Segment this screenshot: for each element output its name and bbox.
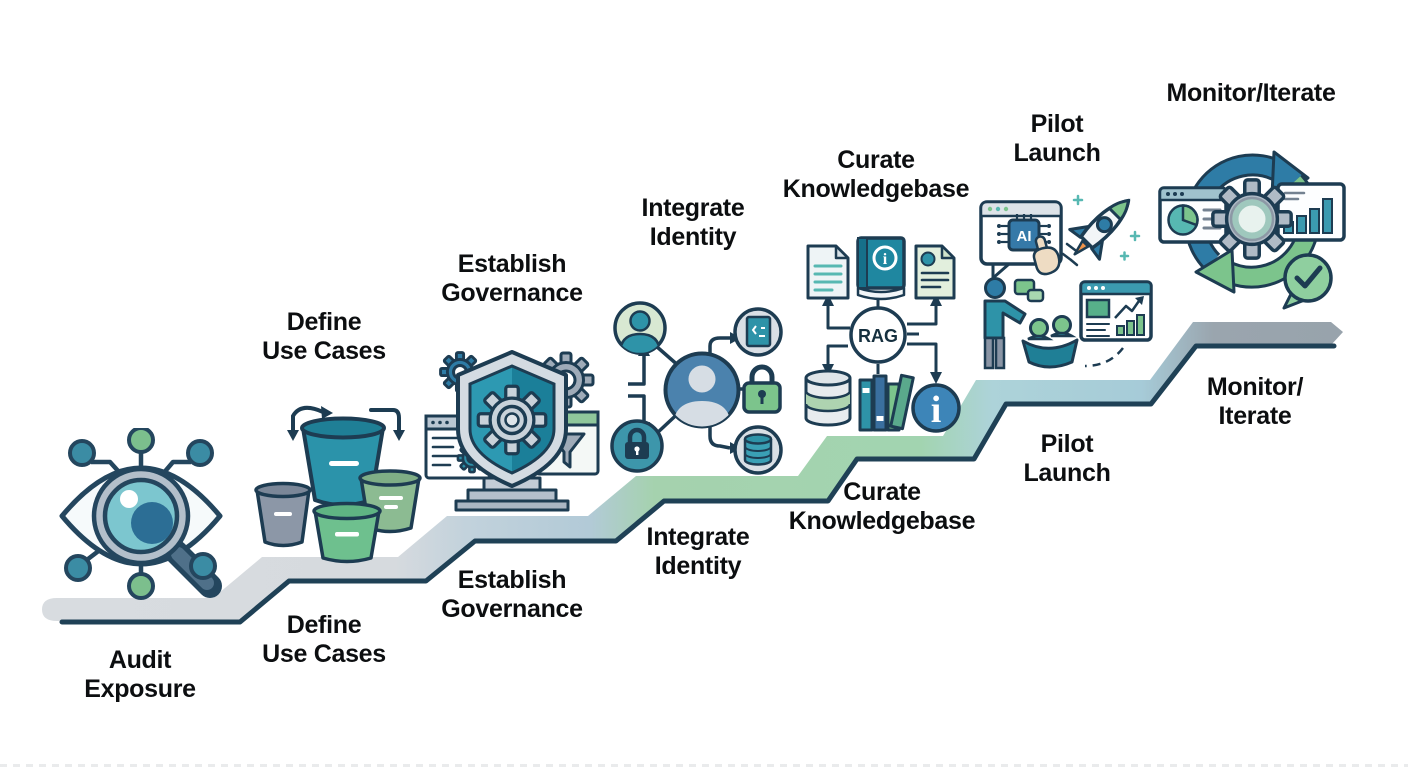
info-glyph: i bbox=[931, 389, 942, 431]
bottom-label-pilot-launch: Pilot Launch bbox=[1023, 430, 1111, 487]
rag-diagram-icon: RAG i bbox=[804, 236, 961, 433]
top-label-integrate-identity: Integrate Identity bbox=[641, 194, 745, 251]
bottom-edge-texture bbox=[0, 764, 1408, 767]
staircase-underline bbox=[59, 343, 1337, 625]
buckets-icon bbox=[254, 405, 422, 564]
bottom-label-establish-governance: Establish Governance bbox=[441, 566, 583, 623]
top-label-monitor-iterate: Monitor/Iterate bbox=[1166, 79, 1336, 107]
rag-label: RAG bbox=[858, 326, 898, 346]
bottom-label-audit-exposure: Audit Exposure bbox=[84, 646, 196, 703]
ai-chip-label: AI bbox=[1017, 228, 1032, 245]
eye-magnifier-network-icon bbox=[59, 428, 223, 600]
top-label-pilot-launch: Pilot Launch bbox=[1013, 110, 1101, 167]
top-label-curate-knowledgebase: Curate Knowledgebase bbox=[782, 146, 970, 203]
monitor-iterate-cycle-icon bbox=[1158, 150, 1346, 310]
bottom-label-curate-knowledgebase: Curate Knowledgebase bbox=[788, 478, 976, 535]
staircase-band bbox=[42, 322, 1343, 621]
shield-gears-icon bbox=[424, 350, 600, 512]
pilot-launch-icon: AI bbox=[979, 194, 1153, 370]
bottom-label-monitor-iterate: Monitor/ Iterate bbox=[1206, 373, 1304, 430]
identity-network-icon bbox=[610, 301, 783, 475]
bottom-label-define-use-cases: Define Use Cases bbox=[262, 611, 386, 668]
bottom-label-integrate-identity: Integrate Identity bbox=[646, 523, 750, 580]
top-label-define-use-cases: Define Use Cases bbox=[262, 308, 386, 365]
top-label-establish-governance: Establish Governance bbox=[441, 250, 583, 307]
book-info-glyph: i bbox=[883, 251, 888, 268]
